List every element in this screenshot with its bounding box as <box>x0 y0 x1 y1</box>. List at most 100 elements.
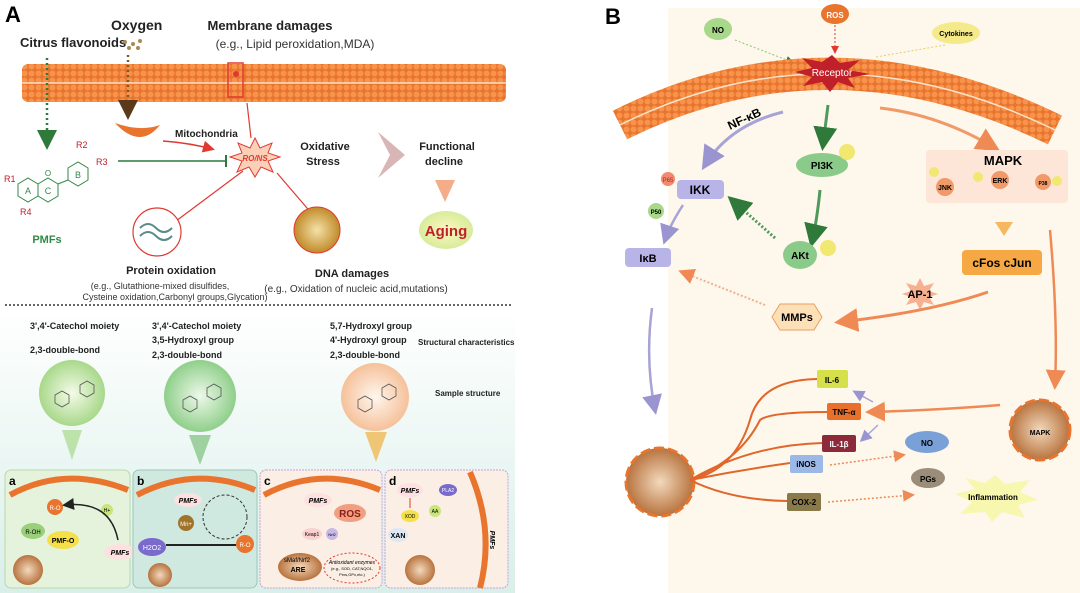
cytokines-bubble <box>932 22 980 44</box>
ikb-label: IκB <box>639 253 656 265</box>
metal-ion-label: Mn+ <box>180 522 192 528</box>
chelation-circle <box>202 494 248 540</box>
protein-oxidation-example-2: Cysteine oxidation,Carbonyl groups,Glyca… <box>82 292 267 302</box>
p38-label: P38 <box>1039 181 1048 187</box>
ikk-node <box>677 180 724 199</box>
pi3k-label: PI3K <box>811 161 834 172</box>
xod-label: XOD <box>405 514 416 520</box>
are-label: ARE <box>291 567 306 574</box>
pmfs-label: PMFs <box>179 498 198 505</box>
bullet: 2,3-double-bond <box>30 345 100 355</box>
membrane-damage-highlight <box>227 62 244 98</box>
bullet: 2,3-double-bond <box>152 350 222 360</box>
down-arrow-icon <box>62 430 82 460</box>
aging-bubble <box>419 211 473 249</box>
mitochondria-label: Mitochondria <box>175 129 238 140</box>
nucleus-icon <box>148 563 172 587</box>
pmfs-label: PMFs <box>111 550 130 557</box>
inos-label: iNOS <box>796 460 816 469</box>
panel-a: A Citrus flavonoids Oxygen Membrane dama… <box>0 2 515 593</box>
nucleus-icon <box>405 555 435 585</box>
oxygen-label: Oxygen <box>111 17 162 33</box>
ros-label: ROS <box>826 11 844 20</box>
sample-structure-bubble <box>341 363 409 431</box>
pmfs-label: PMFs <box>309 498 328 505</box>
mechanism-d-label: d <box>389 474 396 488</box>
akt-label: AKt <box>791 251 809 262</box>
smaf-label: sMaf/Nrf2 <box>284 558 311 564</box>
pi3k-node <box>796 153 848 177</box>
dna-damage-icon <box>293 206 341 254</box>
structural-characteristics-label: Structural characteristics <box>418 338 515 347</box>
ap1-burst-icon <box>902 278 938 310</box>
pmfs-label: PMFs <box>32 234 61 246</box>
oxygen-dots-icon <box>123 39 142 50</box>
akt-ikk-arrow <box>727 196 776 240</box>
pmfs-label: PMFs <box>401 488 420 495</box>
ros-membrane-link <box>246 102 252 139</box>
protein-oxidation-example-1: (e.g., Glutathione-mixed disulfides, <box>91 281 230 291</box>
cytokines-label: Cytokines <box>939 31 973 38</box>
membrane-damages-example: (e.g., Lipid peroxidation,MDA) <box>216 37 375 51</box>
ros-label: ROS <box>339 509 361 520</box>
nucleus-icon <box>13 555 43 585</box>
mitochondria-icon <box>115 123 160 138</box>
structure-group-2: 3',4'-Catechol moiety 3,5-Hydroxyl group… <box>152 321 241 465</box>
inos-node <box>790 455 823 473</box>
ring-oxygen-label: O <box>45 169 51 178</box>
membrane-damages-title: Membrane damages <box>208 18 333 33</box>
pgs-label: PGs <box>920 475 937 484</box>
structure-group-3: 5,7-Hydroxyl group 4'-Hydroxyl group 2,3… <box>330 321 413 462</box>
cox2-node <box>787 493 821 511</box>
bullet: 4'-Hydroxyl group <box>330 335 407 345</box>
r4-label: R4 <box>20 207 32 217</box>
enzymes-line1: Antioxidant enzymes <box>328 560 376 566</box>
keap1-label: Keap1 <box>305 532 320 538</box>
ros-bubble <box>821 4 849 24</box>
structure-group-1: 3',4'-Catechol moiety 2,3-double-bond <box>30 321 119 460</box>
tnfa-label: TNF-α <box>832 408 855 417</box>
il6-label: IL-6 <box>825 376 840 385</box>
mechanism-b-label: b <box>137 474 144 488</box>
ap1-mmps-arrow <box>834 290 989 332</box>
nrf2-label: Nrf2 <box>328 532 336 537</box>
mechanism-c-label: c <box>264 474 271 488</box>
cfos-cjun-node <box>962 250 1042 275</box>
mapk-pathway-arrow <box>879 106 1001 152</box>
membrane-segment <box>8 475 130 498</box>
pmfs-side-label: PMFs <box>488 531 495 550</box>
ikk-label: IKK <box>690 183 711 197</box>
sample-structure-label: Sample structure <box>435 389 501 398</box>
decline-arrow-icon <box>435 180 455 202</box>
ring-c-label: C <box>45 186 52 196</box>
r-o-label: R-O <box>240 543 251 549</box>
functional-decline-line2: decline <box>425 156 463 168</box>
ring-b-label: B <box>75 170 81 180</box>
inflammation-burst-icon <box>955 475 1038 522</box>
phosphate-icon <box>839 144 855 160</box>
panel-b-label: B <box>605 4 621 29</box>
ring-a-label: A <box>25 186 31 196</box>
pmf-o-label: PMF-O <box>52 538 75 545</box>
mechanism-a: a R-O R-OH PMF-O H+ PMFs <box>4 469 136 589</box>
h-label: H+ <box>104 508 111 514</box>
down-arrow-icon <box>365 432 387 462</box>
mapk-label: MAPK <box>984 153 1023 168</box>
bullet: 3',4'-Catechol moiety <box>30 321 119 331</box>
bullet: 3',4'-Catechol moiety <box>152 321 241 331</box>
ros-dna-link <box>276 172 314 216</box>
nucleus-mapk-icon <box>1008 398 1072 462</box>
aging-label: Aging <box>425 223 468 240</box>
r-oh-label: R-OH <box>25 530 40 536</box>
enzymes-line3: Prxs,GPx,etc.) <box>339 572 365 577</box>
mechanism-d: d PMFs PLA2 XOD AA XAN PMFs <box>384 469 509 589</box>
ikb-node <box>625 248 671 267</box>
r1-label: R1 <box>4 174 16 184</box>
bullet: 3,5-Hydroxyl group <box>152 335 235 345</box>
ro-ns-label: RO/NS <box>242 154 268 163</box>
cox2-label: COX-2 <box>792 498 817 507</box>
cfos-cjun-label: cFos cJun <box>972 256 1031 270</box>
no-input-label: NO <box>712 26 724 35</box>
mmps-label: MMPs <box>781 312 813 324</box>
